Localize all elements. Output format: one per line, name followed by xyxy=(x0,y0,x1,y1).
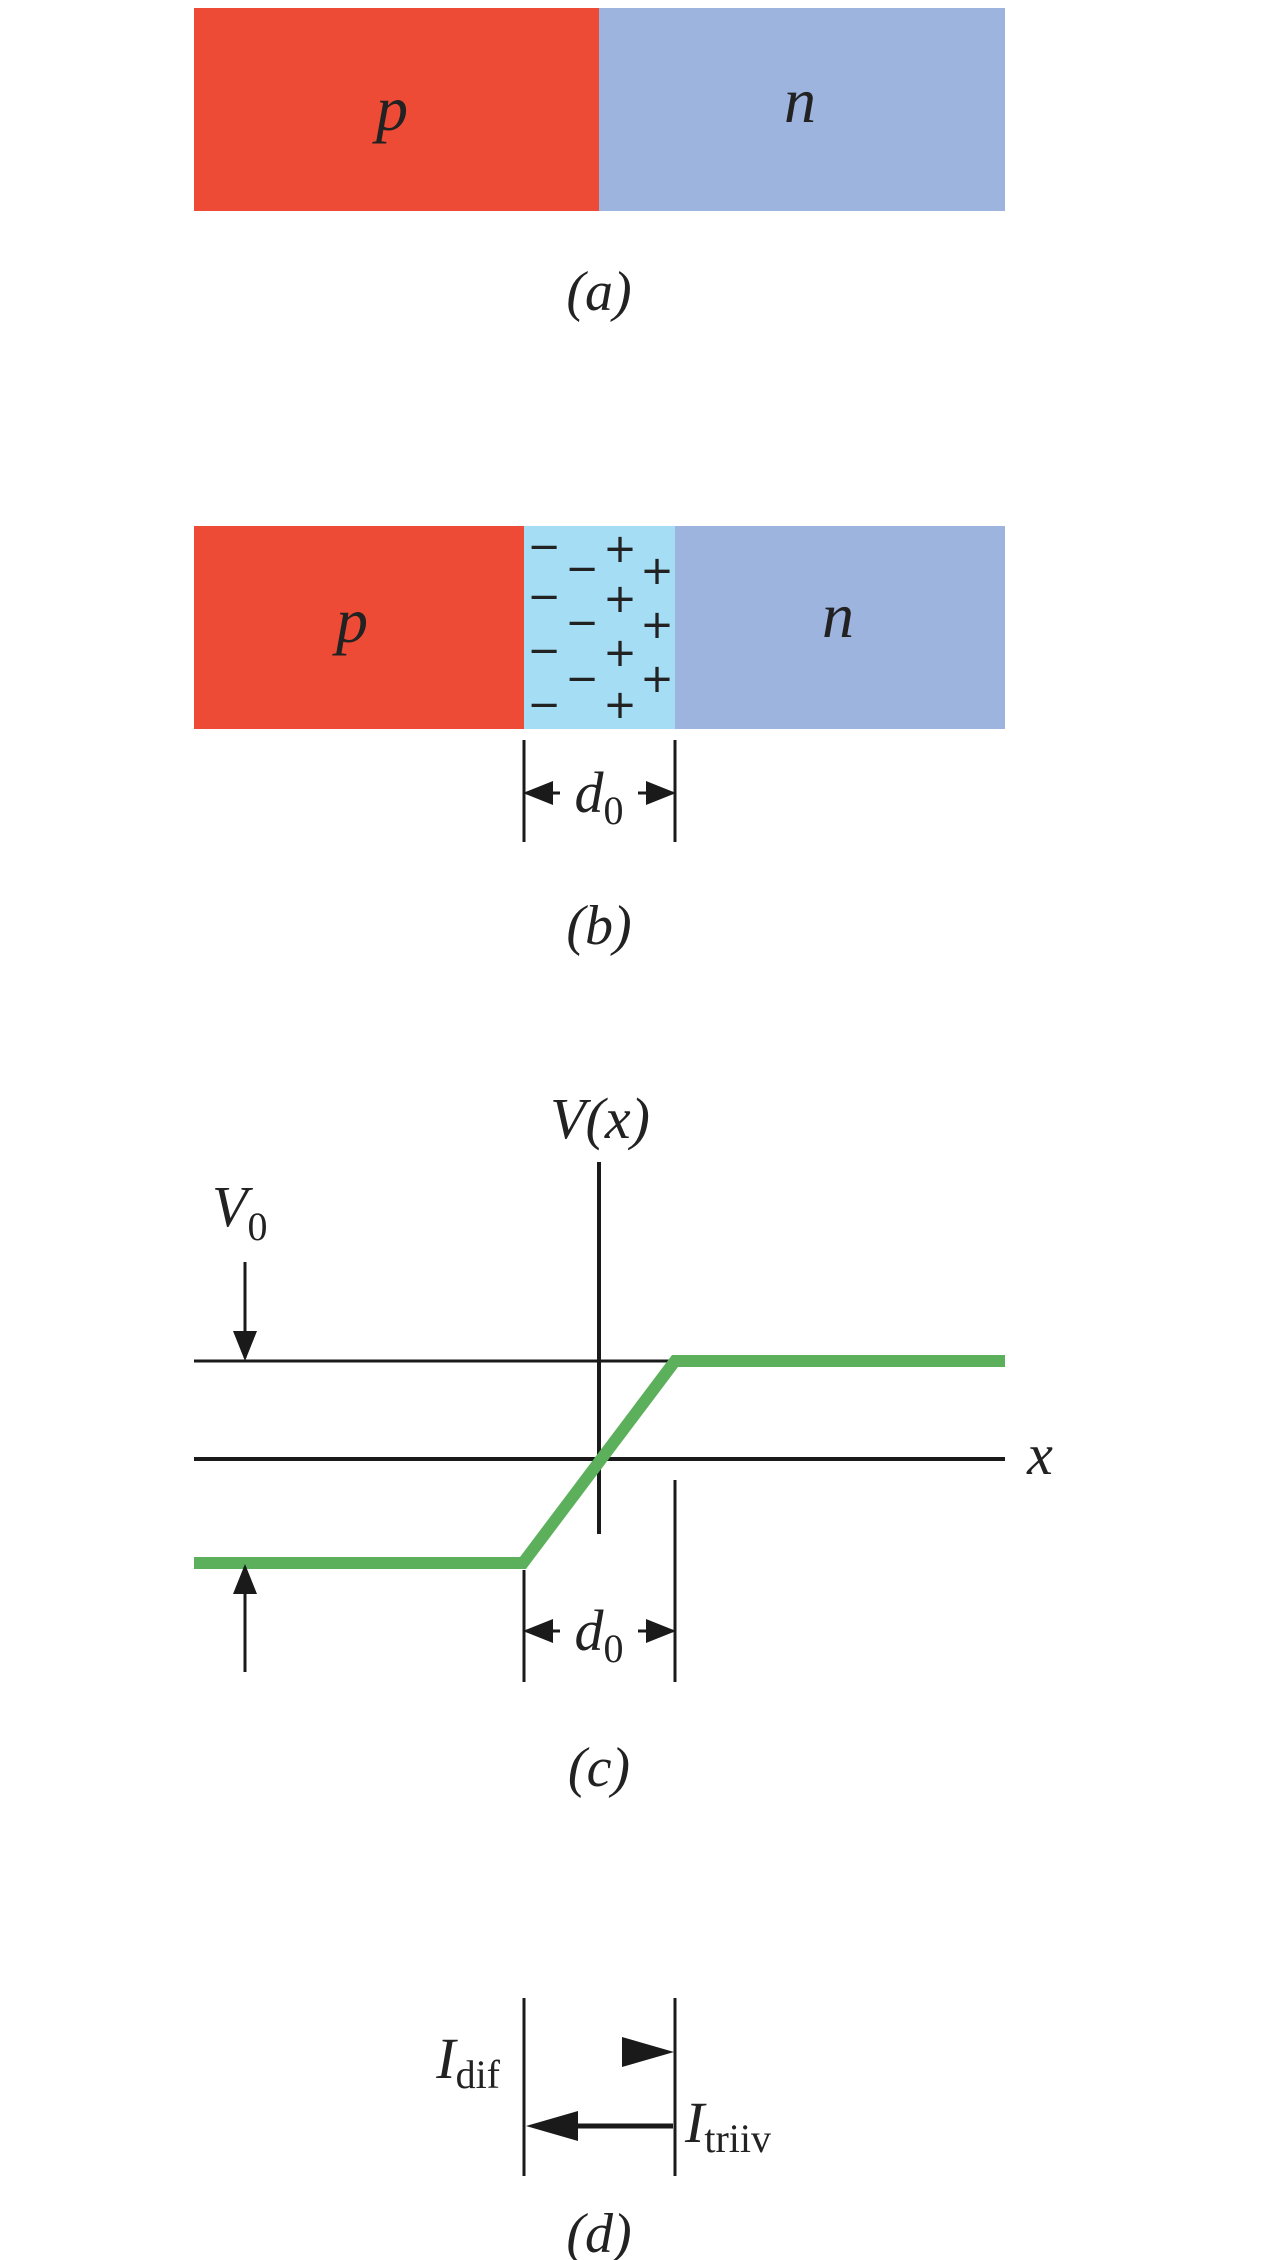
panel-a: p n (a) xyxy=(194,8,1005,323)
depletion-width-dimension: d0 xyxy=(522,1480,677,1682)
n-region xyxy=(599,8,1005,211)
negative-charge: − xyxy=(565,546,599,592)
positive-charge: + xyxy=(640,656,674,702)
negative-charge: − xyxy=(527,682,561,728)
depletion-width-label: d0 xyxy=(575,760,624,833)
panel-b: − − − − − − − + + + + + + + p n d0 (b) xyxy=(194,524,1005,957)
depletion-width-label: d0 xyxy=(575,1598,624,1671)
caption-c: (c) xyxy=(568,1737,630,1799)
drift-current-label: Itriiv xyxy=(684,2090,771,2161)
caption-a: (a) xyxy=(566,261,631,323)
panel-d: Idif Itriiv (d) xyxy=(435,1998,771,2260)
negative-charge: − xyxy=(527,574,561,620)
y-axis-label: V(x) xyxy=(550,1086,650,1151)
positive-charge: + xyxy=(603,630,637,676)
x-axis-label: x xyxy=(1026,1422,1053,1487)
diffusion-current-arrowhead xyxy=(622,2037,674,2067)
caption-b: (b) xyxy=(566,895,631,957)
n-region xyxy=(675,526,1005,729)
negative-charge: − xyxy=(565,656,599,702)
positive-charge: + xyxy=(640,548,674,594)
panel-c: V(x) x V0 d0 (c) xyxy=(194,1086,1053,1799)
n-region-label: n xyxy=(822,580,854,651)
space-charge-layer: − − − − − − − + + + + + + + xyxy=(527,524,674,728)
depletion-region xyxy=(524,526,675,729)
potential-curve xyxy=(194,1355,1005,1569)
barrier-label: V0 xyxy=(212,1174,267,1249)
diffusion-current-label: Idif xyxy=(435,2026,500,2097)
negative-charge: − xyxy=(527,524,561,570)
drift-current-arrowhead xyxy=(526,2111,578,2141)
p-region xyxy=(194,8,599,211)
n-region-label: n xyxy=(784,65,816,136)
depletion-width-dimension: d0 xyxy=(522,740,677,842)
positive-charge: + xyxy=(640,602,674,648)
p-region xyxy=(194,526,524,729)
positive-charge: + xyxy=(603,682,637,728)
positive-charge: + xyxy=(603,576,637,622)
negative-charge: − xyxy=(527,628,561,674)
positive-charge: + xyxy=(603,526,637,572)
negative-charge: − xyxy=(565,600,599,646)
caption-d: (d) xyxy=(566,2203,631,2260)
p-region-label: p xyxy=(372,73,408,144)
p-region-label: p xyxy=(332,585,368,656)
